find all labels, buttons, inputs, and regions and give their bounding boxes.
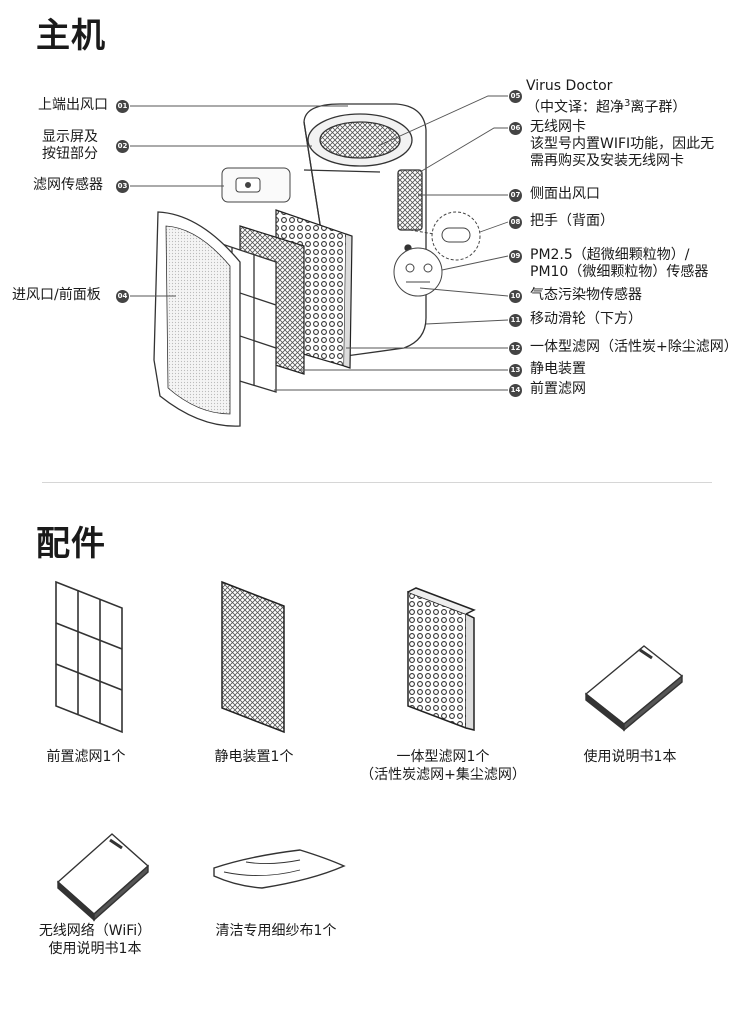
accessory-manual-image (584, 645, 684, 732)
pm-sensor-callout (393, 247, 443, 297)
label-side-outlet: 侧面出风口 (530, 186, 600, 202)
section-divider (42, 482, 712, 483)
badge-01: 01 (116, 100, 129, 113)
label-pre-filter: 前置滤网 (530, 381, 586, 397)
badge-10: 10 (509, 290, 522, 303)
label-electrostatic: 静电装置 (530, 361, 586, 377)
label-intake-front-panel: 进风口/前面板 (12, 287, 101, 303)
caption-wifi-manual: 无线网络（WiFi） 使用说明书1本 (38, 923, 152, 957)
caption-manual: 使用说明书1本 (583, 749, 677, 765)
label-casters: 移动滑轮（下方） (530, 311, 642, 327)
caption-cleaning-cloth: 清洁专用细纱布1个 (215, 923, 337, 939)
caption-integrated-filter: 一体型滤网1个 （活性炭滤网+集尘滤网） (360, 749, 526, 783)
accessory-electrostatic-image (221, 580, 285, 734)
accessories-title: 配件 (36, 524, 106, 564)
front-panel (153, 211, 241, 427)
badge-14: 14 (509, 384, 522, 397)
badge-06: 06 (509, 122, 522, 135)
badge-11: 11 (509, 314, 522, 327)
leader-lines (130, 95, 509, 391)
label-handle: 把手（背面） (530, 213, 614, 229)
badge-04: 04 (116, 290, 129, 303)
purifier-body (303, 103, 427, 357)
badge-02: 02 (116, 140, 129, 153)
badge-08: 08 (509, 216, 522, 229)
label-wifi-card: 无线网卡 该型号内置WIFI功能，因此无 需再购买及安装无线网卡 (530, 119, 715, 169)
label-virus-doctor: Virus Doctor （中文译：超净3离子群） (526, 78, 687, 116)
main-unit-title: 主机 (36, 16, 106, 56)
accessory-integrated-filter-image (407, 587, 476, 731)
handle-callout (409, 211, 481, 261)
label-integrated-filter: 一体型滤网（活性炭+除尘滤网） (530, 339, 738, 355)
accessory-wifi-manual-image (56, 833, 150, 922)
label-display-buttons: 显示屏及 按钮部分 (42, 129, 98, 162)
accessory-cleaning-cloth-image (213, 849, 346, 889)
filter-sensor-callout (221, 167, 291, 203)
label-pm-sensor: PM2.5（超微细颗粒物）/ PM10（微细颗粒物）传感器 (530, 247, 709, 280)
badge-03: 03 (116, 180, 129, 193)
caption-electrostatic: 静电装置1个 (214, 749, 294, 765)
label-gas-sensor: 气态污染物传感器 (530, 287, 642, 303)
badge-12: 12 (509, 342, 522, 355)
label-top-outlet: 上端出风口 (38, 97, 108, 113)
caption-pre-filter: 前置滤网1个 (46, 749, 126, 765)
badge-05: 05 (509, 90, 522, 103)
label-filter-sensor: 滤网传感器 (33, 177, 103, 193)
badge-13: 13 (509, 364, 522, 377)
accessory-pre-filter-image (55, 580, 123, 734)
badge-09: 09 (509, 250, 522, 263)
badge-07: 07 (509, 189, 522, 202)
